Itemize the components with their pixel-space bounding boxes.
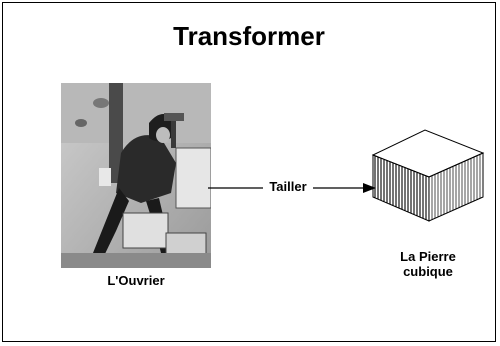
worker-photo <box>61 83 211 268</box>
slide-title: Transformer <box>173 21 325 51</box>
worker-caption: L'Ouvrier <box>107 273 165 288</box>
cube-caption-line1: La Pierre <box>400 249 456 264</box>
cubic-stone <box>371 129 485 222</box>
cube-caption: La Pierre cubique <box>363 249 493 279</box>
slide: Transformer L'O <box>2 2 496 342</box>
cube-caption-line2: cubique <box>403 264 453 279</box>
arrow-label: Tailler <box>263 179 313 194</box>
